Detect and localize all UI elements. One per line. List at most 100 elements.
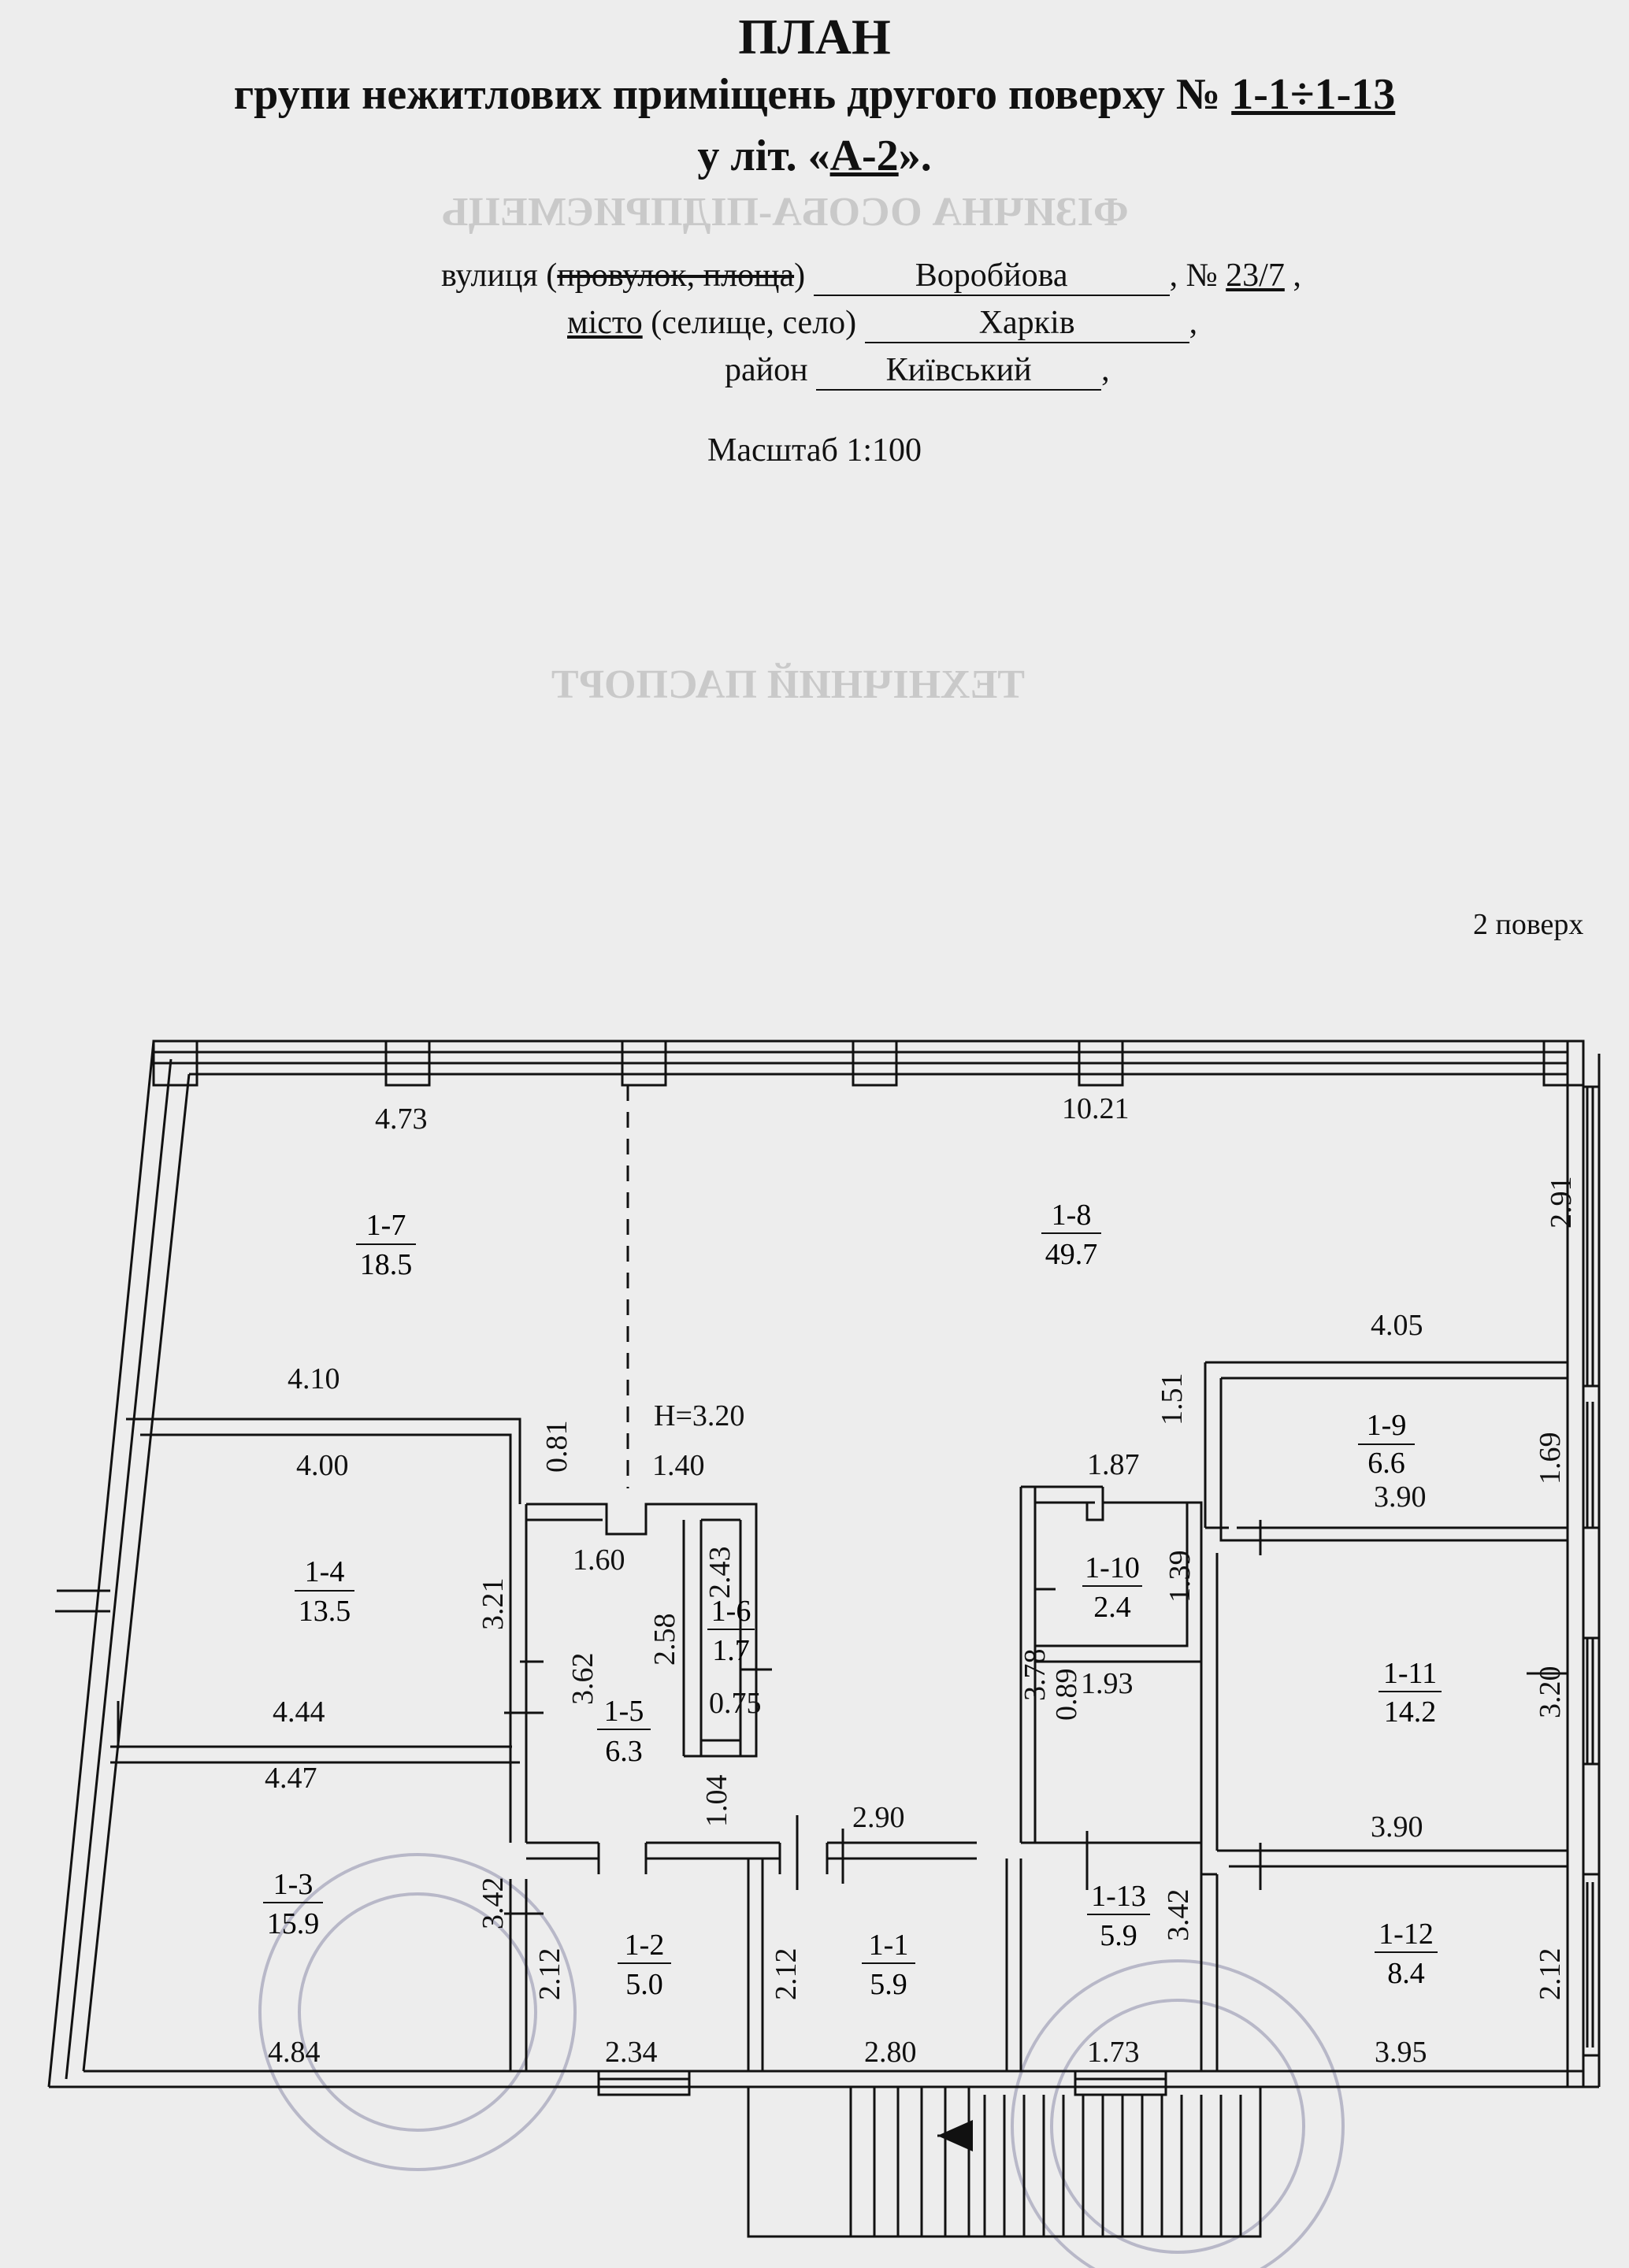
building-letter-line: у літ. «А-2». — [0, 131, 1629, 181]
dim-label: 3.20 — [1534, 1666, 1567, 1719]
dim-label: 1.40 — [652, 1449, 705, 1482]
svg-text:1-1: 1-1 — [869, 1929, 909, 1962]
svg-text:6.6: 6.6 — [1367, 1447, 1405, 1480]
dim-label: 3.42 — [1162, 1889, 1195, 1942]
dim-label: 4.44 — [273, 1695, 325, 1729]
subtitle-prefix: групи нежитлових приміщень другого повер… — [233, 70, 1232, 119]
letter-prefix: у літ. « — [697, 132, 830, 180]
dim-label: 1.87 — [1087, 1448, 1140, 1481]
street-value: Воробйова — [813, 257, 1170, 296]
svg-text:18.5: 18.5 — [360, 1248, 413, 1281]
city-value: Харків — [864, 304, 1189, 343]
dim-label: 2.34 — [605, 2036, 658, 2069]
city-label-a: місто — [567, 305, 643, 341]
dim-label: 4.73 — [375, 1102, 428, 1136]
dim-label: 2.90 — [852, 1801, 905, 1834]
room-1-3: 1-3 15.9 — [263, 1868, 323, 1940]
district-label: район — [725, 352, 808, 388]
letter-suffix: ». — [898, 132, 932, 180]
svg-text:5.9: 5.9 — [1100, 1919, 1137, 1952]
room-1-10: 1-10 2.4 — [1082, 1551, 1142, 1624]
subtitle-range: 1-1÷1-13 — [1231, 70, 1396, 119]
dim-label: 4.47 — [265, 1762, 317, 1795]
dim-label: 3.21 — [477, 1578, 510, 1631]
svg-text:14.2: 14.2 — [1384, 1695, 1437, 1729]
district-suffix: , — [1101, 352, 1110, 388]
svg-text:1.7: 1.7 — [712, 1634, 750, 1667]
dim-label: 3.42 — [477, 1877, 510, 1930]
dim-label: 2.80 — [864, 2036, 917, 2069]
svg-text:1-13: 1-13 — [1091, 1880, 1146, 1913]
svg-text:49.7: 49.7 — [1045, 1238, 1098, 1271]
document-subtitle: групи нежитлових приміщень другого повер… — [0, 69, 1629, 120]
dim-label: 3.78 — [1019, 1649, 1052, 1702]
dim-label: 3.95 — [1375, 2036, 1427, 2069]
dim-label: 3.90 — [1371, 1810, 1423, 1844]
dim-label: 2.43 — [703, 1547, 737, 1599]
svg-text:1-6: 1-6 — [711, 1595, 751, 1628]
dim-label: 2.12 — [1534, 1948, 1567, 2001]
number-suffix: , — [1284, 258, 1301, 294]
svg-text:1-2: 1-2 — [625, 1929, 665, 1962]
room-1-9: 1-9 6.6 — [1358, 1409, 1415, 1480]
svg-text:13.5: 13.5 — [299, 1595, 351, 1628]
room-1-12: 1-12 8.4 — [1375, 1918, 1438, 1990]
document-title: ПЛАН — [738, 9, 891, 65]
stamp-left — [258, 1853, 577, 2171]
street-label-a: вулиця ( — [441, 258, 558, 294]
svg-text:5.0: 5.0 — [625, 1968, 663, 2001]
svg-text:1-8: 1-8 — [1052, 1199, 1092, 1232]
room-labels: 1-7 18.5 1-8 49.7 1-4 13.5 1-5 6.3 1-6 1… — [263, 1199, 1442, 2001]
street-label-b: ) — [794, 258, 806, 294]
city-label-b: (селище, село) — [642, 305, 857, 341]
walls — [47, 1040, 1601, 2238]
floor-label: 2 поверх — [1473, 908, 1584, 941]
svg-text:1-12: 1-12 — [1379, 1918, 1434, 1951]
district-line: район Київський, — [725, 351, 1110, 391]
height-label: H=3.20 — [654, 1399, 744, 1432]
dim-label: 4.10 — [288, 1362, 340, 1395]
district-value: Київський — [816, 351, 1102, 391]
city-suffix: , — [1189, 305, 1198, 341]
dim-label: 3.90 — [1374, 1480, 1427, 1514]
svg-text:1-9: 1-9 — [1367, 1409, 1407, 1442]
room-1-5: 1-5 6.3 — [597, 1695, 651, 1768]
dimension-labels: 4.73 10.21 4.05 4.10 H=3.20 1.40 1.87 3.… — [265, 1092, 1578, 2069]
dim-label: 4.00 — [296, 1449, 349, 1482]
svg-text:1-11: 1-11 — [1383, 1657, 1437, 1690]
room-1-8: 1-8 49.7 — [1041, 1199, 1101, 1271]
svg-text:1-7: 1-7 — [366, 1209, 406, 1242]
dim-label: 1.39 — [1163, 1551, 1197, 1603]
svg-text:1-3: 1-3 — [273, 1868, 314, 1901]
number-value: 23/7 — [1226, 258, 1285, 294]
dim-label: 2.12 — [533, 1948, 566, 2001]
svg-text:15.9: 15.9 — [267, 1907, 320, 1940]
svg-text:1-4: 1-4 — [305, 1555, 345, 1588]
dim-label: 1.69 — [1534, 1432, 1567, 1485]
dim-label: 2.12 — [770, 1948, 803, 2001]
dim-label: 10.21 — [1062, 1092, 1130, 1125]
dim-label: 2.58 — [648, 1614, 681, 1666]
building-letter: А-2 — [829, 132, 899, 180]
svg-text:1-10: 1-10 — [1085, 1551, 1140, 1584]
room-1-6: 1-6 1.7 — [707, 1595, 755, 1667]
dim-label: 4.05 — [1371, 1309, 1423, 1342]
dim-label: 0.89 — [1050, 1669, 1083, 1721]
room-1-1: 1-1 5.9 — [862, 1929, 915, 2001]
room-1-11: 1-11 14.2 — [1379, 1657, 1442, 1729]
dim-label: 0.75 — [709, 1687, 762, 1720]
dim-label: 1.51 — [1156, 1373, 1189, 1426]
dim-label: 3.62 — [566, 1653, 599, 1706]
street-label-strike: провулок, площа — [557, 258, 795, 294]
dim-label: 4.84 — [268, 2036, 321, 2069]
svg-text:5.9: 5.9 — [870, 1968, 907, 2001]
dim-label: 0.81 — [540, 1421, 573, 1473]
svg-text:6.3: 6.3 — [605, 1735, 643, 1768]
svg-text:1-5: 1-5 — [604, 1695, 644, 1728]
svg-text:8.4: 8.4 — [1387, 1957, 1425, 1990]
svg-text:2.4: 2.4 — [1093, 1591, 1131, 1624]
room-1-7: 1-7 18.5 — [356, 1209, 416, 1281]
city-line: місто (селище, село) Харків, — [567, 304, 1197, 343]
